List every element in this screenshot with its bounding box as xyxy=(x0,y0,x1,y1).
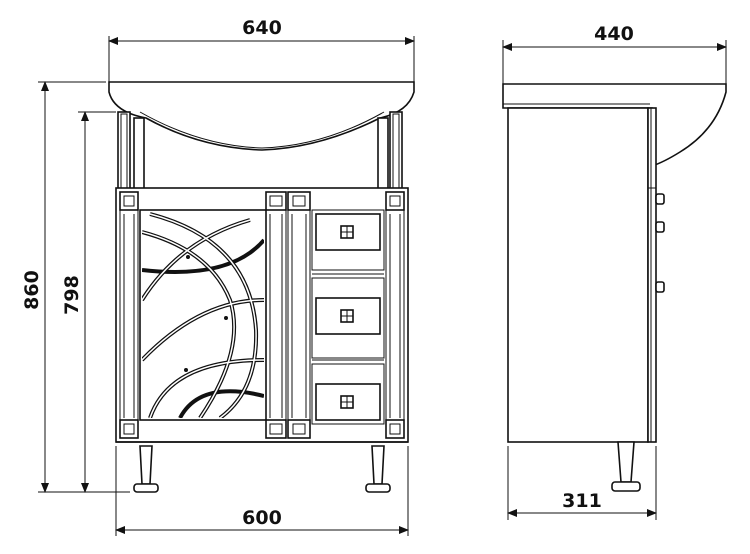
dimension-label-440: 440 xyxy=(594,23,634,45)
dimension-front-width-bottom: 600 xyxy=(115,446,409,536)
dimension-label-798: 798 xyxy=(61,275,83,315)
front-cabinet xyxy=(115,187,409,443)
drawer-knob xyxy=(340,225,354,239)
dimension-label-600: 600 xyxy=(242,507,282,529)
dimension-side-depth-bottom: 311 xyxy=(507,446,657,520)
dimension-label-860: 860 xyxy=(21,270,43,310)
front-view: 640 xyxy=(21,17,415,536)
corner-rosettes xyxy=(119,191,405,439)
dimension-cabinet-height: 798 xyxy=(61,111,116,493)
drawer-knob xyxy=(340,395,354,409)
front-legs xyxy=(133,445,391,493)
dimension-front-width-top: 640 xyxy=(108,17,415,82)
side-view: 440 3 xyxy=(502,23,727,520)
dimension-side-depth-top: 440 xyxy=(502,23,727,84)
side-handle xyxy=(655,193,665,293)
side-leg xyxy=(611,441,641,492)
drawer-knob xyxy=(340,309,354,323)
dimension-total-height: 860 xyxy=(21,81,130,493)
side-cabinet xyxy=(507,107,665,443)
drawer-stack xyxy=(311,209,385,425)
door-swirl-pattern xyxy=(142,212,264,418)
dimension-label-311: 311 xyxy=(562,490,602,512)
dimension-label-640: 640 xyxy=(242,17,282,39)
front-basin xyxy=(108,81,415,151)
